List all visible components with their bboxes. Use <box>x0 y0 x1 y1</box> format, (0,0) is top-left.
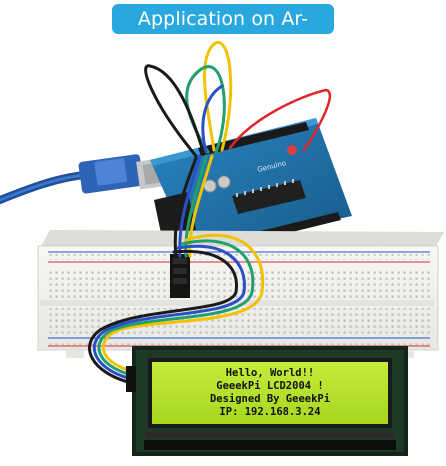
jumper-wires <box>144 40 332 258</box>
lcd-line-2: GeeekPi LCD2004 ! <box>216 380 323 392</box>
lcd-module: Hello, World!! GeeekPi LCD2004 ! Designe… <box>126 346 408 456</box>
breadboard <box>37 230 444 358</box>
lcd-wires <box>88 233 265 384</box>
lcd-line-3: Designed By GeeekPi <box>210 393 330 405</box>
lcd-screen <box>152 362 388 424</box>
wire-header-connector <box>170 254 190 298</box>
usb-cable <box>0 154 168 204</box>
title-banner: Application on Ar-duino <box>112 4 334 60</box>
lcd-line-4: IP: 192.168.3.24 <box>219 406 320 418</box>
arduino-board: Genuino <box>150 118 352 250</box>
reset-button <box>287 145 297 155</box>
lcd-line-1: Hello, World!! <box>226 367 315 379</box>
